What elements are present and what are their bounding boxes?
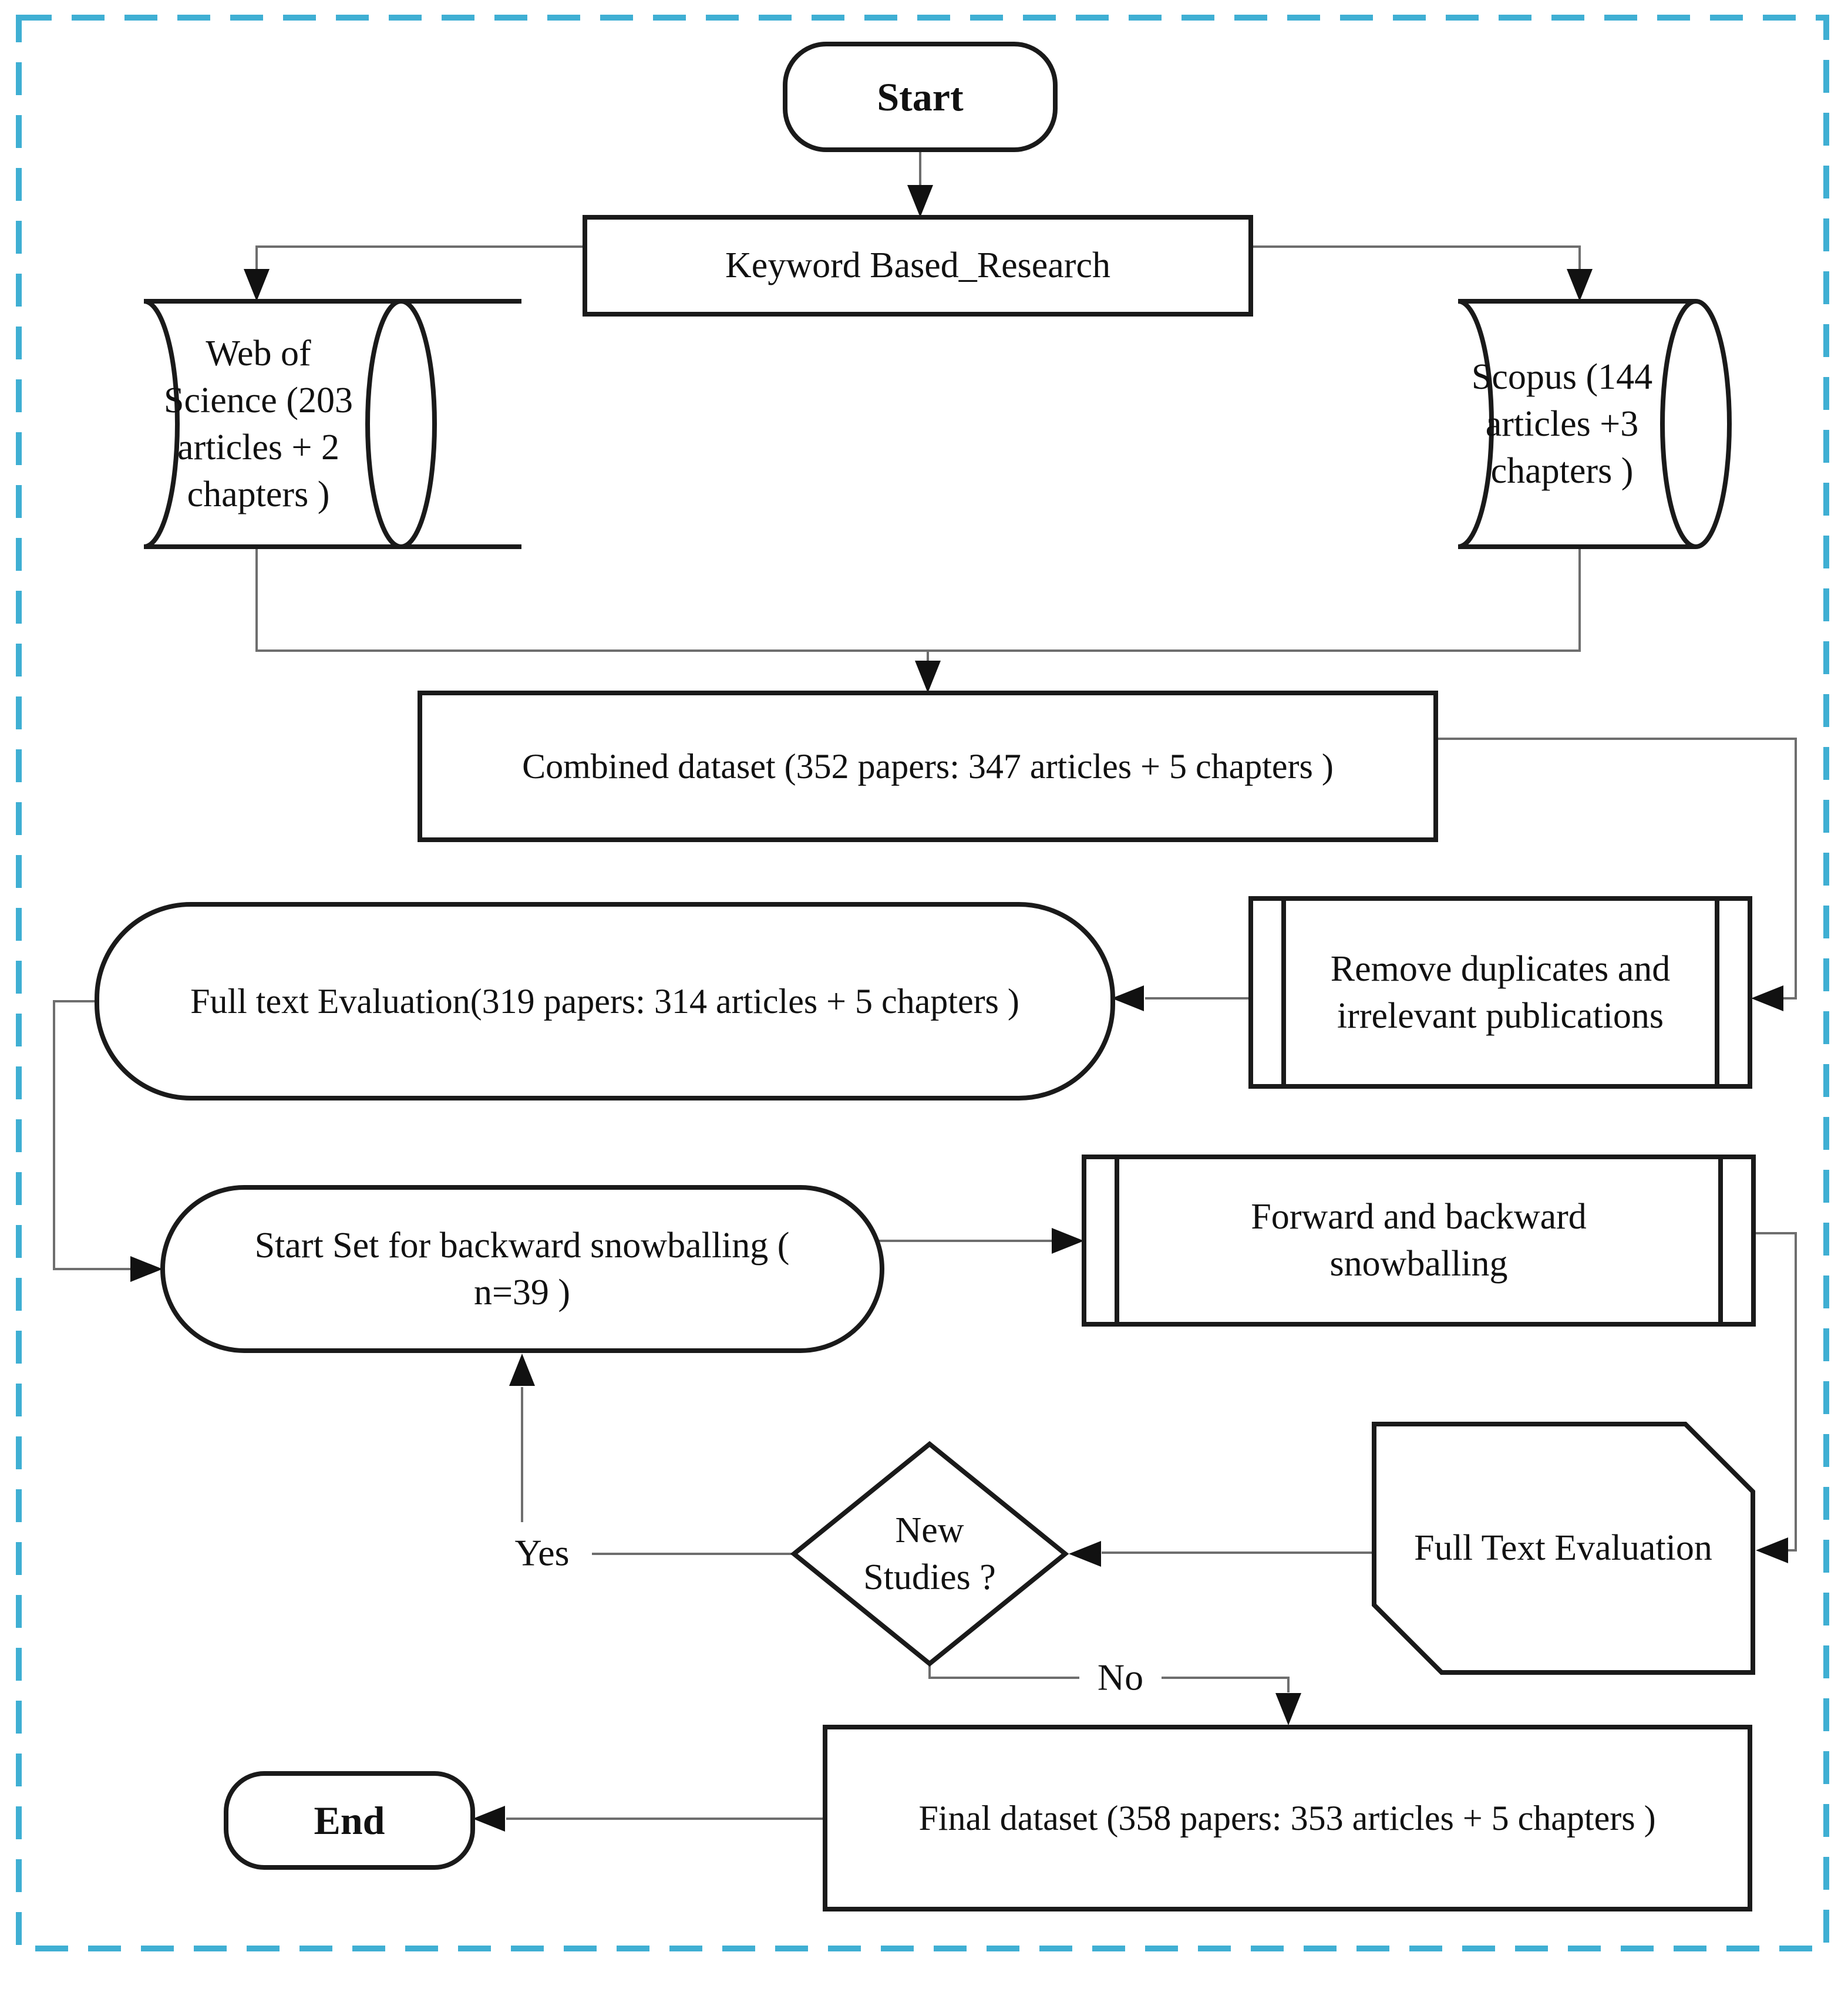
node-fulltext1: Full text Evaluation(319 papers: 314 art… (95, 902, 1115, 1100)
wos-cylinder-end (365, 299, 437, 549)
node-final: Final dataset (358 papers: 353 articles … (823, 1725, 1752, 1911)
arrowhead-down-icon (915, 661, 941, 693)
startset-terminator-shape (160, 1185, 884, 1353)
final-process-shape (823, 1725, 1752, 1911)
node-final-label: Final dataset (358 papers: 353 articles … (918, 1799, 1655, 1837)
edge-fulltext1-startset (53, 1000, 159, 1270)
node-keyword-label: Keyword Based_Research (725, 245, 1110, 285)
node-snowball-line2: snowballing (1329, 1244, 1507, 1284)
node-fulltext2: Full Text Evaluation (1372, 1422, 1755, 1675)
edge-snowball-fulltext2 (1753, 1232, 1797, 1552)
no-label: No (1098, 1657, 1143, 1698)
arrowhead-right-icon (1052, 1228, 1084, 1254)
node-fulltext1-label: Full text Evaluation(319 papers: 314 art… (190, 982, 1019, 1021)
yes-label: Yes (514, 1532, 569, 1574)
fulltext2-card-shape (1372, 1422, 1755, 1675)
node-scopus: Scopus (144 articles +3 chapters ) (1457, 299, 1732, 549)
node-snowball-line1: Forward and backward (1251, 1197, 1587, 1237)
remove-predefined-shape (1248, 896, 1752, 1089)
node-decision: New Studies ? (790, 1441, 1069, 1667)
scopus-cylinder-body (1457, 299, 1696, 549)
edge-merge (255, 547, 1581, 652)
node-combined-label: Combined dataset (352 papers: 347 articl… (522, 747, 1334, 786)
node-keyword: Keyword Based_Research (583, 215, 1253, 317)
keyword-process-shape (583, 215, 1253, 317)
start-terminator-shape (783, 42, 1058, 152)
node-wos: Web of Science (203 articles + 2 chapter… (143, 299, 521, 549)
edge-labels: Yes No (492, 1522, 1162, 1710)
yes-label-bg (492, 1522, 592, 1584)
node-end-label: End (314, 1798, 385, 1843)
node-scopus-line1: Scopus (144 (1472, 357, 1652, 397)
node-scopus-line2: articles +3 (1486, 404, 1638, 444)
fulltext1-terminator-shape (95, 902, 1115, 1100)
decision-diamond-shape (790, 1441, 1069, 1667)
arrowhead-left-icon (473, 1806, 505, 1832)
node-start: Start (783, 42, 1058, 152)
arrowhead-left-icon (1756, 1537, 1788, 1563)
node-remove: Remove duplicates and irrelevant publica… (1248, 896, 1752, 1089)
node-remove-line1: Remove duplicates and (1331, 949, 1671, 989)
arrowhead-left-icon (1751, 985, 1783, 1011)
node-fulltext2-label: Full Text Evaluation (1414, 1528, 1712, 1568)
node-wos-line3: articles + 2 (177, 428, 339, 467)
node-wos-line2: Science (203 (164, 381, 353, 420)
arrowhead-left-icon (1112, 985, 1144, 1011)
arrowhead-down-icon (1567, 269, 1593, 301)
scopus-cylinder-end (1660, 299, 1732, 549)
node-scopus-line3: chapters ) (1491, 451, 1634, 491)
node-decision-line2: Studies ? (863, 1557, 996, 1597)
arrowhead-up-icon (509, 1354, 535, 1386)
arrowhead-down-icon (1275, 1693, 1301, 1725)
node-end: End (224, 1771, 475, 1870)
snowball-predefined-shape (1082, 1155, 1756, 1327)
node-snowball: Forward and backward snowballing (1082, 1155, 1756, 1327)
edge-keyword-scopus (1251, 245, 1581, 298)
node-wos-line4: chapters ) (187, 474, 330, 514)
node-startset-line2: n=39 ) (474, 1273, 570, 1312)
edge-keyword-wos (255, 245, 585, 298)
node-wos-line1: Web of (206, 334, 311, 373)
node-start-label: Start (877, 75, 964, 119)
wos-cylinder-edges (144, 299, 401, 549)
node-startset: Start Set for backward snowballing ( n=3… (160, 1185, 884, 1353)
node-combined: Combined dataset (352 papers: 347 articl… (418, 691, 1438, 842)
arrowhead-left-icon (1069, 1541, 1101, 1567)
dashed-border (16, 15, 1829, 1951)
arrowhead-down-icon (907, 185, 933, 217)
combined-process-shape (418, 691, 1438, 842)
end-terminator-shape (224, 1771, 475, 1870)
no-label-bg (1079, 1644, 1162, 1710)
node-startset-line1: Start Set for backward snowballing ( (255, 1226, 790, 1266)
arrowhead-right-icon (130, 1256, 163, 1282)
arrowhead-down-icon (244, 269, 270, 301)
node-remove-line2: irrelevant publications (1337, 996, 1664, 1036)
node-decision-line1: New (895, 1510, 964, 1550)
